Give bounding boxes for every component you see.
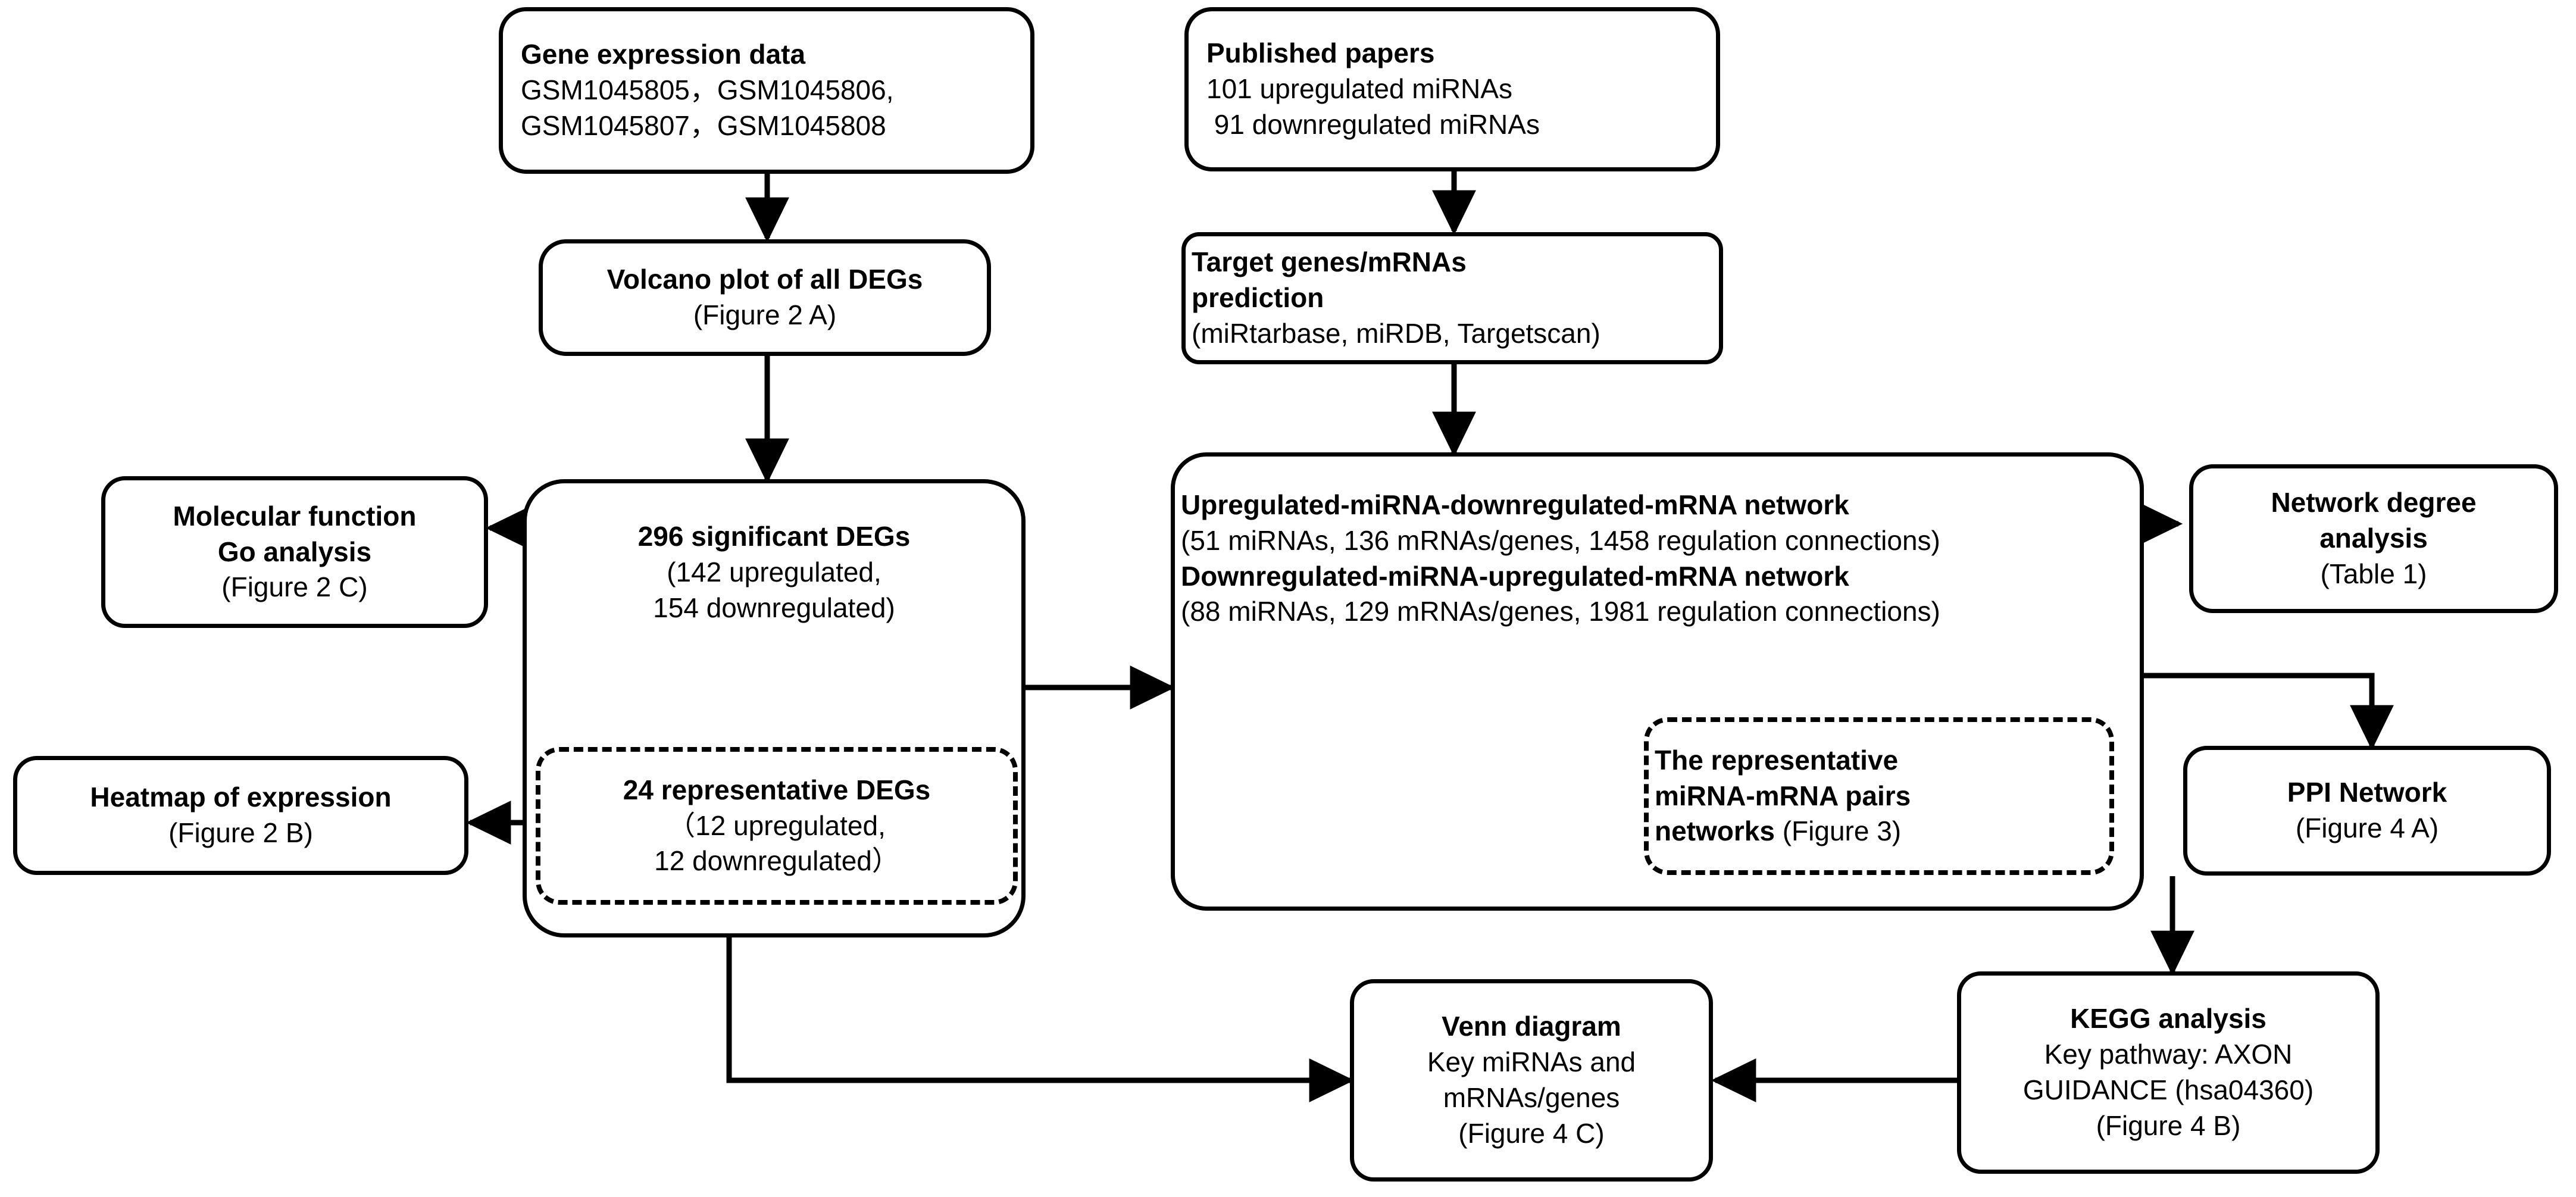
node-line: (Figure 4 C) [1458, 1117, 1605, 1149]
node-line: (Figure 2 A) [693, 299, 837, 330]
node-line: (Figure 2 C) [221, 571, 368, 603]
node-line: Target genes/mRNAs [1192, 246, 1467, 278]
node-line: The representative [1655, 744, 1899, 776]
node-significant-degs[interactable]: 296 significant DEGs (142 upregulated, 1… [523, 479, 1026, 937]
node-line: Volcano plot of all DEGs [607, 264, 923, 295]
node-line: PPI Network [2287, 777, 2447, 808]
node-molecular-function-go[interactable]: Molecular function Go analysis (Figure 2… [101, 476, 488, 628]
node-line: prediction [1192, 282, 1324, 314]
node-venn-diagram[interactable]: Venn diagram Key miRNAs and mRNAs/genes … [1350, 979, 1713, 1182]
node-line-mixed: networks (Figure 3) [1649, 814, 1907, 849]
node-line: (Figure 4 B) [2096, 1110, 2241, 1141]
node-line: Published papers [1206, 37, 1435, 69]
node-line: (88 miRNAs, 129 mRNAs/genes, 1981 regula… [1181, 596, 1940, 627]
node-volcano-plot[interactable]: Volcano plot of all DEGs (Figure 2 A) [539, 239, 991, 356]
node-line: Upregulated-miRNA-downregulated-mRNA net… [1181, 489, 1849, 520]
node-line: 101 upregulated miRNAs [1206, 73, 1512, 105]
node-line: 296 significant DEGs [637, 521, 911, 552]
node-line: Go analysis [217, 536, 372, 567]
node-representative-degs[interactable]: 24 representative DEGs （12 upregulated, … [536, 747, 1018, 905]
edge-degs-to-venn [726, 937, 1355, 1102]
node-line: GSM1045807，GSM1045808 [521, 110, 886, 141]
node-line: （12 upregulated, [668, 810, 886, 841]
node-line: Molecular function [173, 500, 417, 532]
node-line: miRNA-mRNA pairs [1655, 780, 1911, 811]
node-line: analysis [2319, 523, 2428, 554]
node-line: 24 representative DEGs [623, 774, 931, 805]
node-line: Key pathway: AXON [2044, 1039, 2293, 1070]
node-line: mRNAs/genes [1443, 1082, 1620, 1113]
node-line: Heatmap of expression [90, 782, 392, 813]
node-kegg-analysis[interactable]: KEGG analysis Key pathway: AXON GUIDANCE… [1957, 971, 2380, 1174]
node-line: Downregulated-miRNA-upregulated-mRNA net… [1181, 560, 1849, 592]
node-line: Network degree [2271, 487, 2477, 518]
node-line: GSM1045805，GSM1045806, [521, 74, 894, 106]
node-line: Gene expression data [521, 39, 806, 70]
node-published-papers[interactable]: Published papers 101 upregulated miRNAs … [1184, 7, 1720, 171]
node-line-regular-part: (Figure 3) [1774, 815, 1902, 847]
node-line: (miRtarbase, miRDB, Targetscan) [1192, 317, 1600, 349]
node-gene-expression-data[interactable]: Gene expression data GSM1045805，GSM10458… [499, 7, 1034, 174]
node-ppi-network[interactable]: PPI Network (Figure 4 A) [2183, 746, 2551, 876]
node-line: (Figure 4 A) [2295, 812, 2439, 843]
node-mirna-mrna-networks[interactable]: Upregulated-miRNA-downregulated-mRNA net… [1171, 452, 2144, 911]
node-line: 91 downregulated miRNAs [1206, 108, 1540, 140]
node-heatmap[interactable]: Heatmap of expression (Figure 2 B) [13, 756, 468, 875]
node-line: (Figure 2 B) [168, 817, 313, 848]
node-line: Venn diagram [1442, 1011, 1621, 1042]
node-line: KEGG analysis [2070, 1003, 2266, 1035]
node-line: (142 upregulated, [667, 556, 881, 587]
node-line: 12 downregulated） [654, 845, 899, 877]
node-line: GUIDANCE (hsa04360) [2022, 1074, 2314, 1105]
node-line-bold-part: networks [1655, 815, 1775, 847]
node-line: (Table 1) [2320, 558, 2427, 589]
node-target-prediction[interactable]: Target genes/mRNAs prediction (miRtarbas… [1181, 232, 1723, 364]
node-line: (51 miRNAs, 136 mRNAs/genes, 1458 regula… [1181, 524, 1940, 556]
node-representative-pairs[interactable]: The representative miRNA-mRNA pairs netw… [1644, 717, 2114, 875]
node-line: Key miRNAs and [1427, 1046, 1636, 1078]
node-network-degree[interactable]: Network degree analysis (Table 1) [2189, 464, 2558, 613]
node-line: 154 downregulated) [653, 592, 895, 623]
